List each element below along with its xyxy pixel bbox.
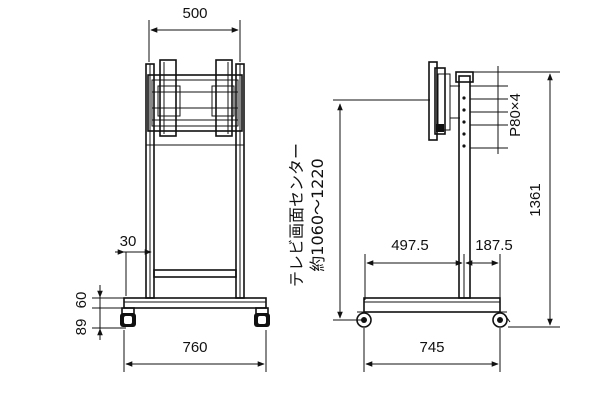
dim-depths: 497.5 187.5 [364, 237, 513, 300]
dim-base-width: 760 [123, 330, 267, 372]
side-caster-rear [492, 311, 511, 328]
front-crossbar [153, 269, 237, 278]
dim-top-width: 500 [148, 5, 241, 62]
side-caster-front [356, 311, 372, 328]
dim-column-offset: 30 [115, 233, 152, 296]
dim-pitch: P80×4 [468, 66, 524, 154]
front-base [123, 297, 267, 309]
label-187-5: 187.5 [475, 237, 513, 254]
label-745: 745 [419, 339, 444, 356]
label-tv-center-range: 約1060～1220 [308, 158, 327, 271]
side-mount-bracket [428, 61, 460, 141]
front-caster-right [254, 307, 270, 327]
label-760: 760 [182, 339, 207, 356]
label-60: 60 [73, 292, 90, 309]
front-caster-left [120, 307, 136, 327]
dim-base-heights: 60 89 [73, 285, 126, 340]
side-view: テレビ画面センター 約1060～1220 [287, 61, 560, 372]
label-497-5: 497.5 [391, 237, 429, 254]
dim-tv-center: テレビ画面センター 約1060～1220 [287, 99, 430, 321]
dim-base-depth: 745 [363, 328, 501, 372]
front-mount-bracket [146, 59, 244, 146]
label-1361: 1361 [527, 183, 544, 216]
label-tv-center: テレビ画面センター [287, 143, 306, 287]
label-pitch: P80×4 [507, 93, 524, 137]
label-89: 89 [73, 319, 90, 336]
label-500: 500 [182, 5, 207, 22]
dim-total-height: 1361 [470, 71, 560, 328]
front-view: 500 [73, 5, 270, 372]
side-base [363, 297, 501, 313]
label-30: 30 [120, 233, 137, 250]
